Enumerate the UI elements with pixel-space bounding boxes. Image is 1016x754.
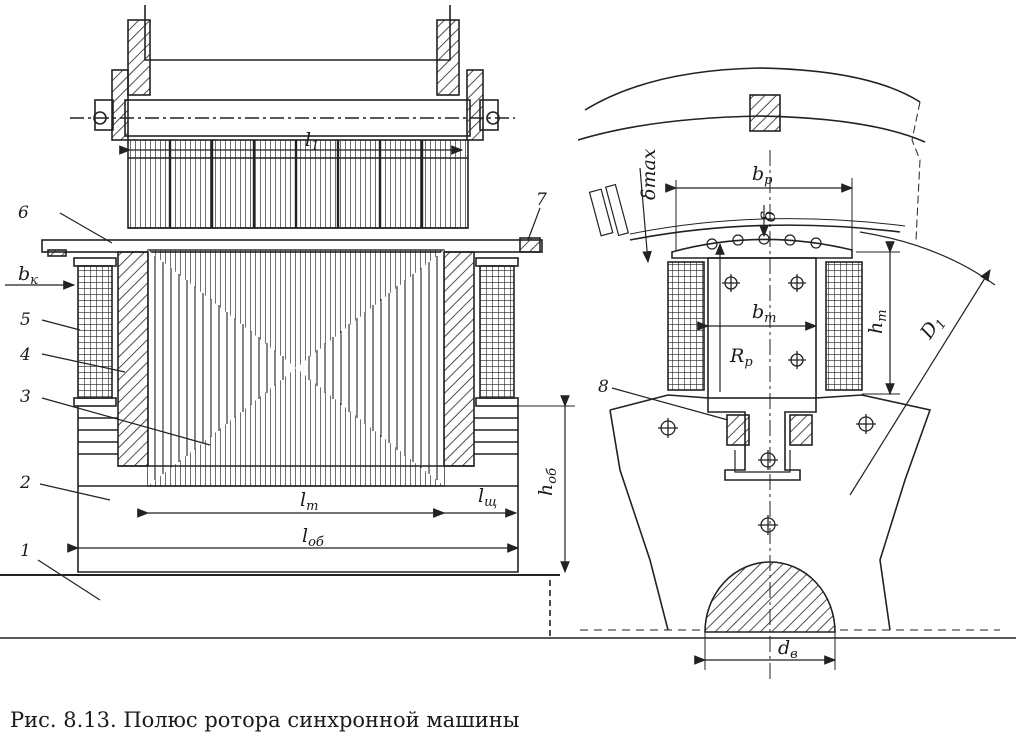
label-2: 2 [19, 473, 31, 493]
dim-bk: bк [18, 263, 38, 288]
label-5: 5 [20, 310, 31, 330]
dim-l1: l1 [305, 129, 319, 154]
dim-hm: hm [865, 309, 890, 334]
dim-db: dв [778, 637, 798, 662]
dim-bp: bp [752, 163, 773, 188]
stator-section [70, 5, 515, 229]
label-6: 6 [18, 203, 29, 223]
right-view [577, 67, 1000, 680]
dim-lsh: lщ [478, 485, 497, 510]
rotor-pole-figure: 6 7 5 4 3 2 1 l1 bк lm lщ lоб hоб [0, 5, 1016, 680]
dim-delta-max: δmax [638, 148, 660, 200]
dim-bm: bm [752, 301, 777, 326]
label-4: 4 [19, 345, 31, 365]
dim-lm: lm [300, 489, 318, 514]
dim-Rp: Rp [729, 345, 753, 370]
dim-delta: δ [758, 211, 780, 222]
dim-D1: D1 [916, 311, 951, 345]
label-3: 3 [20, 387, 31, 407]
rotor-pole-drawing: 6 7 5 4 3 2 1 l1 bк lm lщ lоб hоб [0, 5, 1016, 680]
label-7: 7 [536, 190, 547, 210]
left-view [0, 5, 1016, 639]
label-8: 8 [598, 377, 609, 397]
dim-hob: hоб [535, 468, 560, 496]
left-view-labels: 6 7 5 4 3 2 1 l1 bк lm lщ lоб hоб [18, 129, 560, 561]
label-1: 1 [20, 541, 31, 561]
figure-caption: Рис. 8.13. Полюс ротора синхронной машин… [10, 708, 520, 732]
dim-lob: lоб [302, 525, 324, 550]
